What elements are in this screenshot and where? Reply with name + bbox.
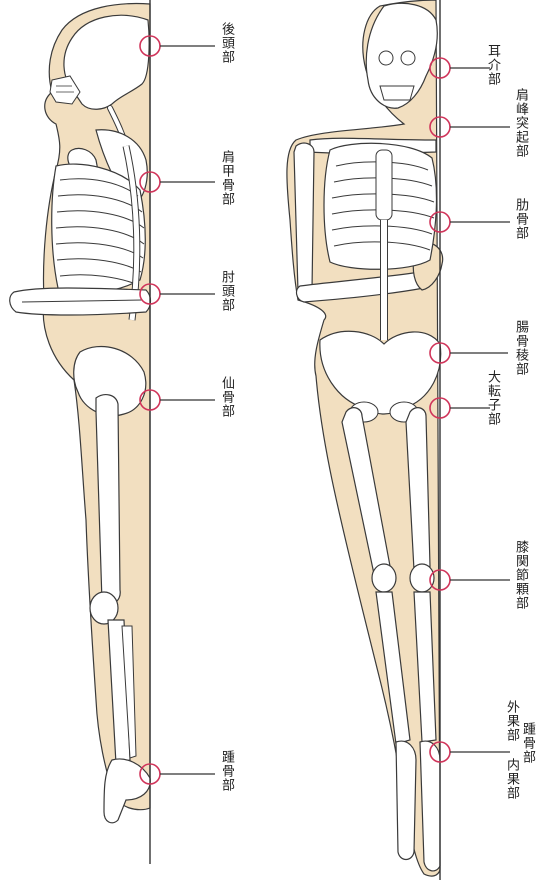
marker-trochanter — [430, 398, 490, 418]
marker-sacrum — [140, 390, 215, 410]
label-iliac: 腸骨稜部 — [512, 320, 528, 376]
lateral-foot — [104, 759, 150, 823]
label-rib: 肋骨部 — [512, 198, 528, 240]
label-ankle-line2: 外果部 内果部 — [504, 700, 519, 800]
label-occipital: 後頭部 — [218, 22, 234, 64]
label-ankle-line1: 踵骨部 — [520, 722, 535, 764]
label-knee: 膝関節顆部 — [512, 540, 528, 610]
label-sacrum: 仙骨部 — [218, 376, 234, 418]
lateral-knee — [90, 592, 118, 624]
label-ear: 耳介部 — [484, 44, 500, 86]
label-elbow: 肘頭部 — [218, 270, 234, 312]
label-scapula: 肩甲骨部 — [218, 150, 234, 206]
recumbent-sternum — [376, 150, 392, 220]
marker-occipital — [140, 36, 215, 56]
lateral-figure — [10, 0, 151, 864]
marker-rib — [430, 212, 510, 232]
recumbent-knee-upper — [372, 564, 396, 592]
recumbent-upper-arm — [294, 143, 314, 297]
marker-knee — [430, 570, 510, 590]
marker-acromion — [430, 117, 510, 137]
marker-ear — [430, 58, 490, 78]
lateral-markers — [140, 36, 215, 784]
marker-elbow — [140, 284, 215, 304]
label-trochanter: 大転子部 — [484, 370, 500, 426]
label-acromion: 肩峰突起部 — [512, 88, 528, 158]
recumbent-figure — [287, 0, 443, 880]
recumbent-foot-upper — [396, 741, 416, 859]
marker-iliac — [430, 343, 508, 363]
label-heel: 踵骨部 — [218, 750, 234, 792]
marker-ankle — [430, 742, 510, 762]
marker-scapula — [140, 172, 215, 192]
marker-heel — [140, 764, 215, 784]
